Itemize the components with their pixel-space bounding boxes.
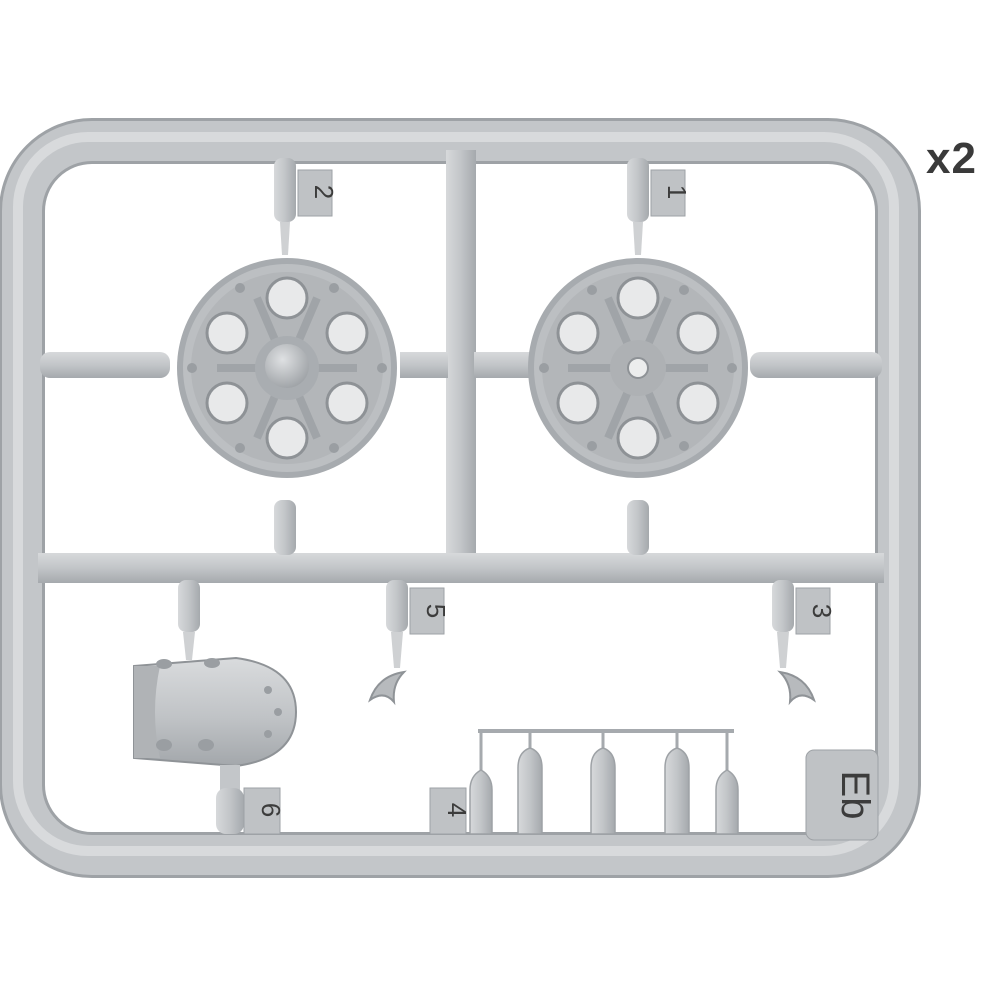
part-number-4: 4 (442, 803, 472, 817)
canopy-part-6 (133, 656, 298, 768)
runner-horizontal (38, 553, 884, 583)
part-number-5: 5 (421, 604, 451, 618)
part-number-3: 3 (807, 604, 837, 618)
wheel-part-2 (177, 258, 397, 478)
quantity-label: x2 (926, 134, 977, 183)
part-number-1: 1 (662, 185, 692, 199)
wheel-part-1 (528, 258, 748, 478)
sprue-code: Eb (833, 771, 877, 820)
bottle-parts-4 (469, 729, 739, 835)
hook-part-5 (368, 670, 407, 706)
part-number-2: 2 (309, 185, 339, 199)
part-number-6: 6 (256, 803, 286, 817)
hook-part-3 (777, 670, 816, 706)
runner-vertical (446, 150, 476, 570)
